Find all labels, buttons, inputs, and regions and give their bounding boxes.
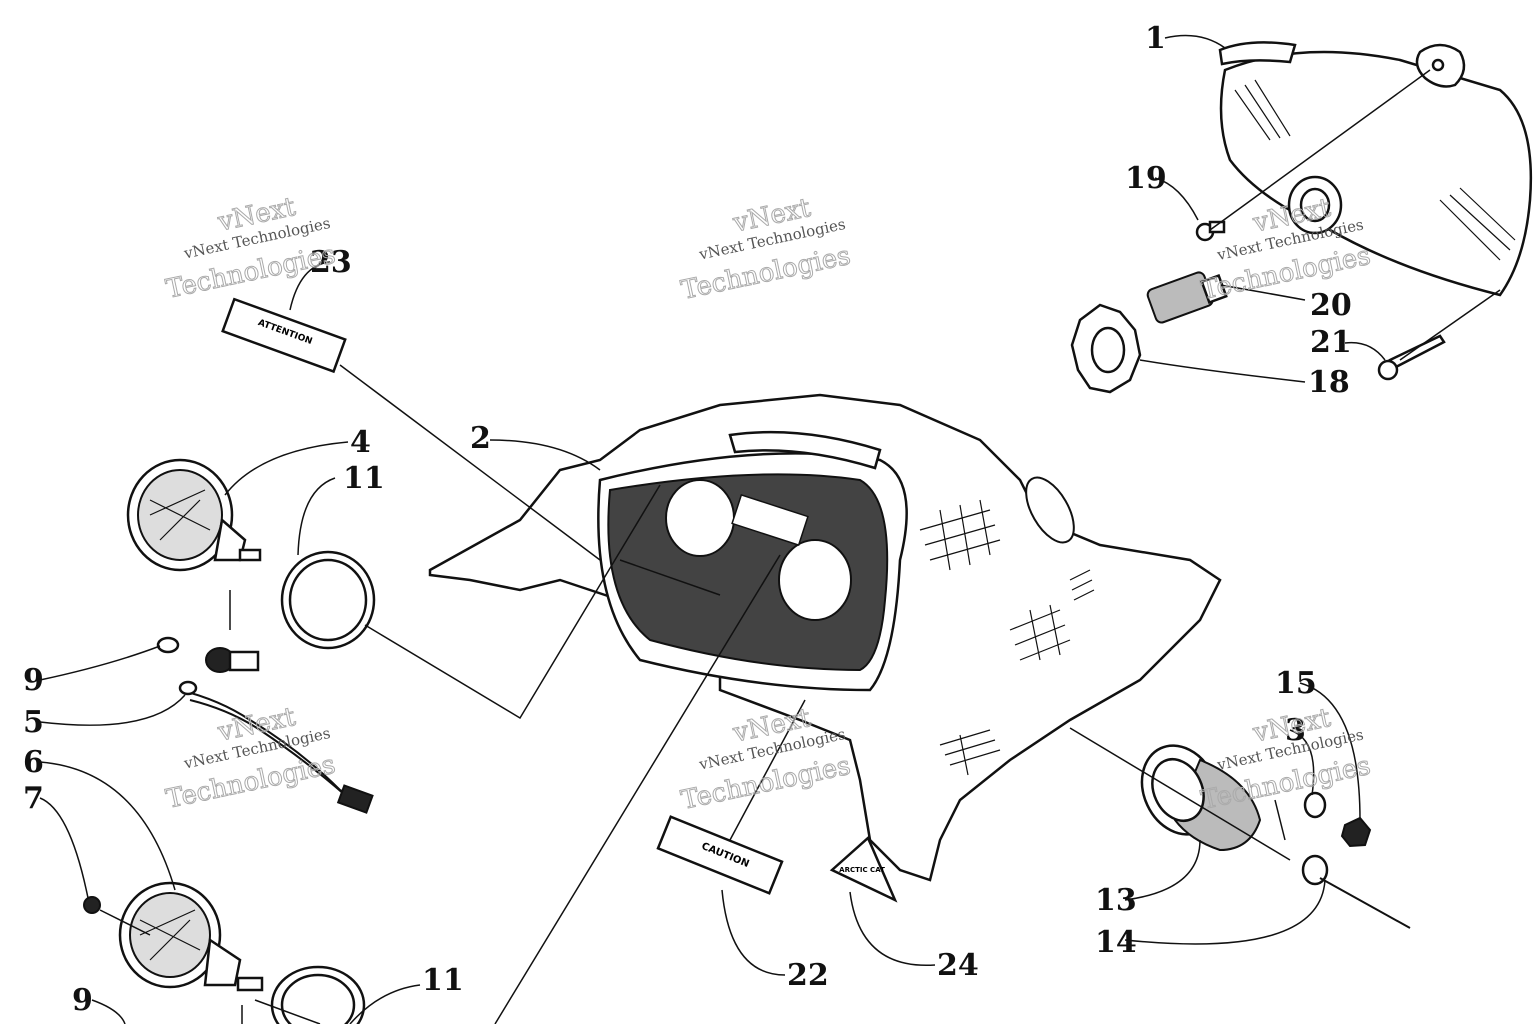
gauge-hole-right — [778, 539, 852, 621]
watermark-bottom-left: vNext vNext Technologies Technologies — [163, 701, 339, 815]
hood-console — [428, 393, 1222, 882]
callout-3: 3 — [1285, 713, 1306, 748]
nut-15 — [1340, 816, 1372, 848]
callout-6: 6 — [23, 745, 44, 780]
watermark-top-left: vNext vNext Technologies Technologies — [163, 191, 339, 305]
headlight-bulb — [1146, 271, 1228, 324]
gauge-bezel-ring-upper — [280, 550, 376, 650]
callout-5: 5 — [23, 705, 44, 740]
callout-18: 18 — [1308, 365, 1350, 400]
small-bulb — [156, 636, 180, 654]
headlight-bracket — [1218, 41, 1297, 66]
nut-7 — [83, 896, 101, 914]
callout-23: 23 — [310, 245, 352, 280]
callout-11-lower: 11 — [422, 963, 464, 998]
decal-arctic-cat: ARCTIC CAT — [829, 835, 898, 903]
tachometer-gauge — [126, 458, 262, 572]
callout-24: 24 — [937, 948, 979, 983]
screw-19 — [1195, 220, 1226, 242]
gauge-hole-left — [665, 479, 735, 557]
callout-21: 21 — [1310, 325, 1352, 360]
speedometer-gauge — [118, 881, 264, 992]
leader-lines — [39, 34, 1386, 1024]
callout-22: 22 — [787, 958, 829, 993]
bolt-21 — [1377, 334, 1446, 381]
decal-attention: ATTENTION — [221, 297, 347, 374]
decal-arctic-cat-text: ARCTIC CAT — [839, 866, 885, 874]
callout-14: 14 — [1095, 925, 1137, 960]
callout-numbers: 1 2 3 4 5 6 7 9 9 11 11 13 14 15 18 19 2… — [23, 21, 1352, 1018]
sensor-14 — [1301, 854, 1411, 929]
decal-caution: CAUTION — [656, 815, 784, 895]
callout-11-upper: 11 — [343, 461, 385, 496]
callout-20: 20 — [1310, 288, 1352, 323]
callout-7: 7 — [23, 781, 44, 816]
watermark-bottom-right: vNext vNext Technologies Technologies — [1198, 702, 1374, 816]
callout-15: 15 — [1275, 666, 1317, 701]
callout-2: 2 — [470, 421, 491, 456]
gauge-housing-13 — [1140, 744, 1262, 852]
gauge-bezel-ring-lower — [270, 965, 366, 1024]
retaining-ring — [1070, 303, 1142, 394]
headlight-assembly — [1070, 41, 1533, 394]
callout-13: 13 — [1095, 883, 1137, 918]
washer-3 — [1303, 791, 1327, 819]
callout-4: 4 — [350, 425, 371, 460]
callout-1: 1 — [1145, 21, 1166, 56]
wiring-harness — [156, 636, 374, 814]
watermark-top-center: vNext vNext Technologies Technologies — [678, 192, 854, 306]
callout-9-lower: 9 — [72, 983, 93, 1018]
callout-19: 19 — [1125, 161, 1167, 196]
callout-9-upper: 9 — [23, 663, 44, 698]
